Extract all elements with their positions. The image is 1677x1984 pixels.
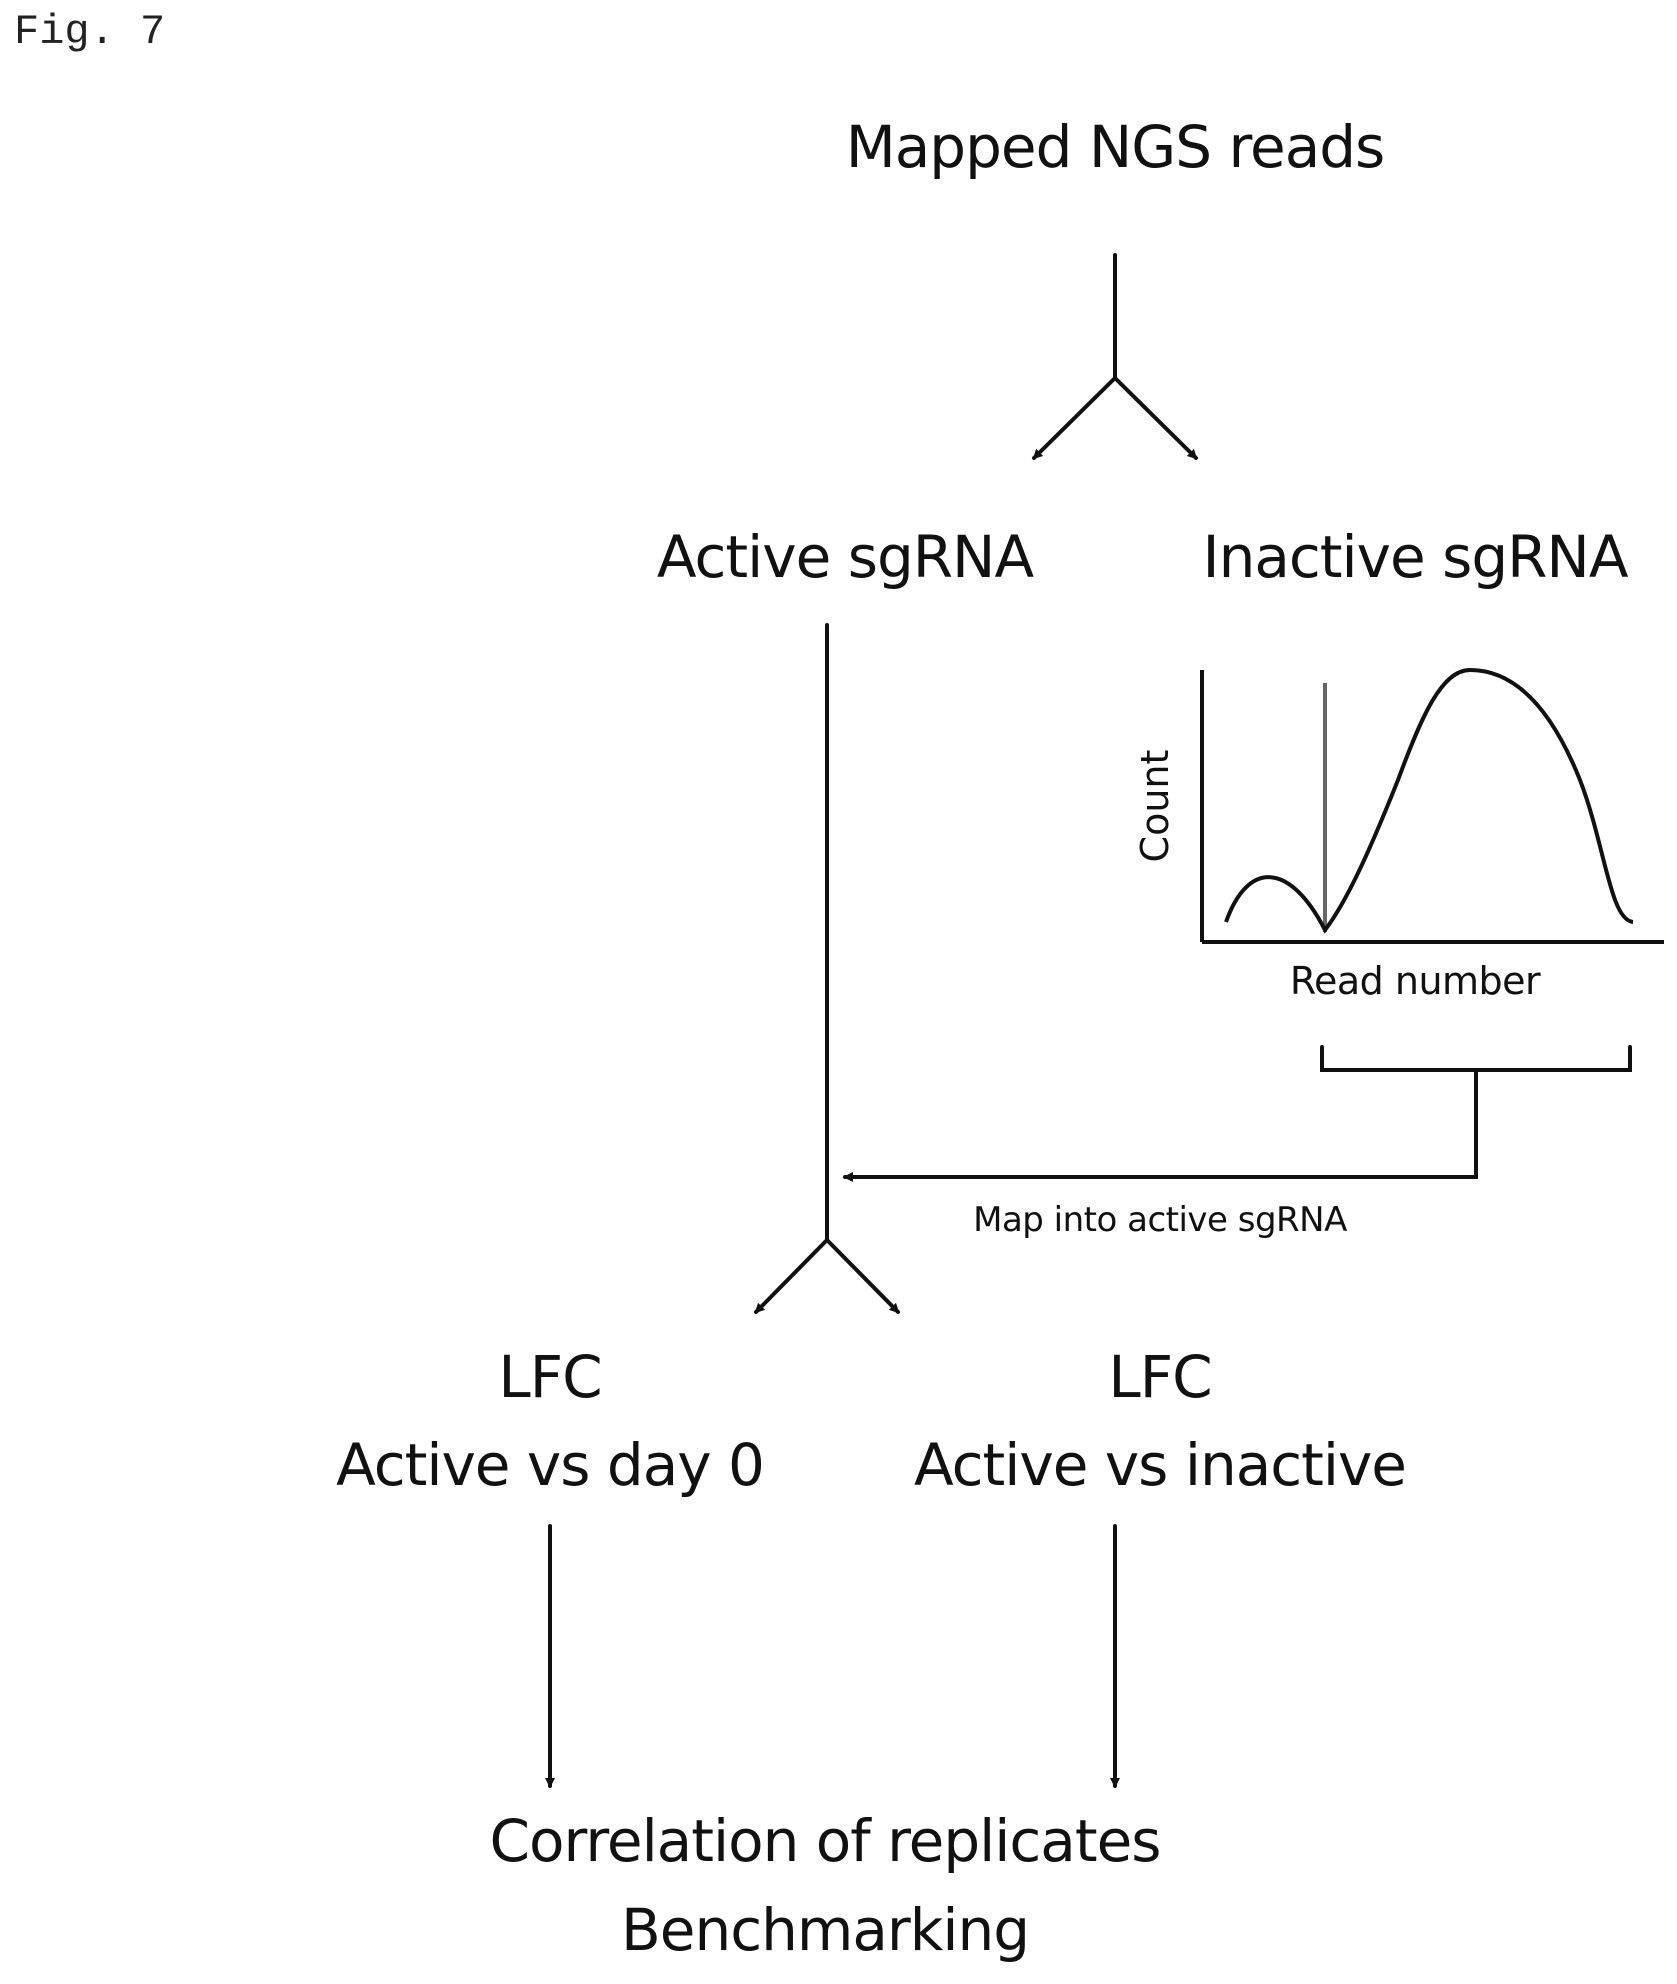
edge-to-active-sgrna bbox=[1034, 378, 1115, 458]
read-range-bracket bbox=[1322, 1047, 1630, 1070]
edge-to-lfc-left bbox=[756, 1240, 827, 1312]
edge-map-into-active bbox=[845, 1070, 1476, 1177]
edge-to-lfc-right bbox=[827, 1240, 898, 1312]
inset-ylabel: Count bbox=[1133, 750, 1177, 863]
inset-read-distribution-plot: Count bbox=[1133, 670, 1664, 942]
inset-distribution-curve bbox=[1226, 670, 1633, 930]
edge-to-inactive-sgrna bbox=[1115, 378, 1196, 458]
